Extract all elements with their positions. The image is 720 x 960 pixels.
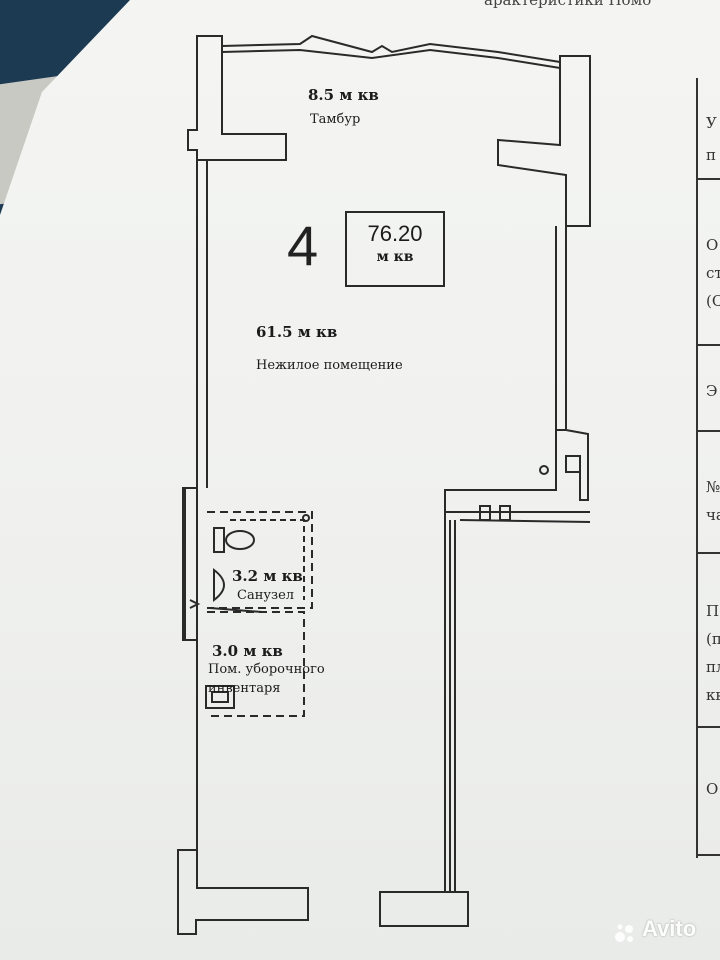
document-header-fragment: арактеристики Помо xyxy=(484,0,652,9)
wall-right-stub xyxy=(565,429,589,501)
table-cell: П xyxy=(706,602,720,620)
avito-dots-icon xyxy=(615,924,633,942)
room-bathroom-name: Санузел xyxy=(237,588,295,603)
table-row-divider xyxy=(698,344,720,346)
room-vestibule-name: Тамбур xyxy=(310,112,361,127)
table-row-divider xyxy=(698,178,720,180)
pier-left-mark xyxy=(189,599,201,609)
table-row-divider xyxy=(698,854,720,856)
mop-sink-icon xyxy=(205,685,235,709)
table-cell: (С xyxy=(706,292,720,310)
bathroom-partition xyxy=(207,511,313,609)
wall-top-right xyxy=(497,55,591,227)
table-row-divider xyxy=(698,552,720,554)
unit-number: 4 xyxy=(287,214,319,277)
room-storage-area: 3.0 м кв xyxy=(212,642,283,660)
table-cell: № xyxy=(706,478,720,496)
toilet-bowl-icon xyxy=(225,530,255,550)
unit-area-unit: м кв xyxy=(376,249,414,265)
table-cell: Э xyxy=(706,382,718,400)
pier-c xyxy=(565,455,581,473)
riser-circle xyxy=(539,465,549,475)
wall-top-left xyxy=(187,35,287,161)
wall-left-outer xyxy=(184,160,198,850)
wall-bottom-left xyxy=(177,849,309,935)
table-cell: ча xyxy=(706,506,720,524)
storage-partition xyxy=(207,611,305,717)
table-cell: п xyxy=(706,146,716,164)
pier-b xyxy=(499,505,511,521)
room-vestibule-area: 8.5 м кв xyxy=(308,86,379,104)
room-storage-name-line1: Пом. уборочного xyxy=(208,662,325,677)
watermark-text: Avito xyxy=(642,916,697,941)
drain-icon xyxy=(302,514,310,522)
table-cell: У xyxy=(706,114,717,132)
room-main-area: 61.5 м кв xyxy=(256,323,338,341)
wall-right-upper-outer xyxy=(444,226,567,512)
window-top-inner xyxy=(221,48,561,69)
mop-sink-inner-icon xyxy=(211,691,229,703)
sink-icon xyxy=(213,567,225,603)
room-bathroom-area: 3.2 м кв xyxy=(232,567,303,585)
table-row-divider xyxy=(698,726,720,728)
table-cell: О xyxy=(706,780,719,798)
window-top xyxy=(221,34,561,63)
room-storage-name-line2: инвентаря xyxy=(208,681,281,696)
table-cell: ст xyxy=(706,264,720,282)
table-row-divider xyxy=(698,430,720,432)
toilet-tank-icon xyxy=(213,527,225,553)
pier-left xyxy=(182,487,198,641)
door-bathroom xyxy=(209,607,263,613)
table-cell: (п xyxy=(706,630,720,648)
wall-bottom-right xyxy=(379,891,469,927)
table-cell: О xyxy=(706,236,719,254)
unit-area-value: 76.20 xyxy=(367,221,423,246)
characteristics-table-fragment: У п О ст (С Э № ча П (п пл кв О xyxy=(696,78,720,858)
unit-area-box: 76.20 м кв xyxy=(345,211,445,287)
pier-a xyxy=(479,505,491,521)
table-cell: кв xyxy=(706,686,720,704)
room-main-name: Нежилое помещение xyxy=(256,358,403,373)
table-cell: пл xyxy=(706,658,720,676)
